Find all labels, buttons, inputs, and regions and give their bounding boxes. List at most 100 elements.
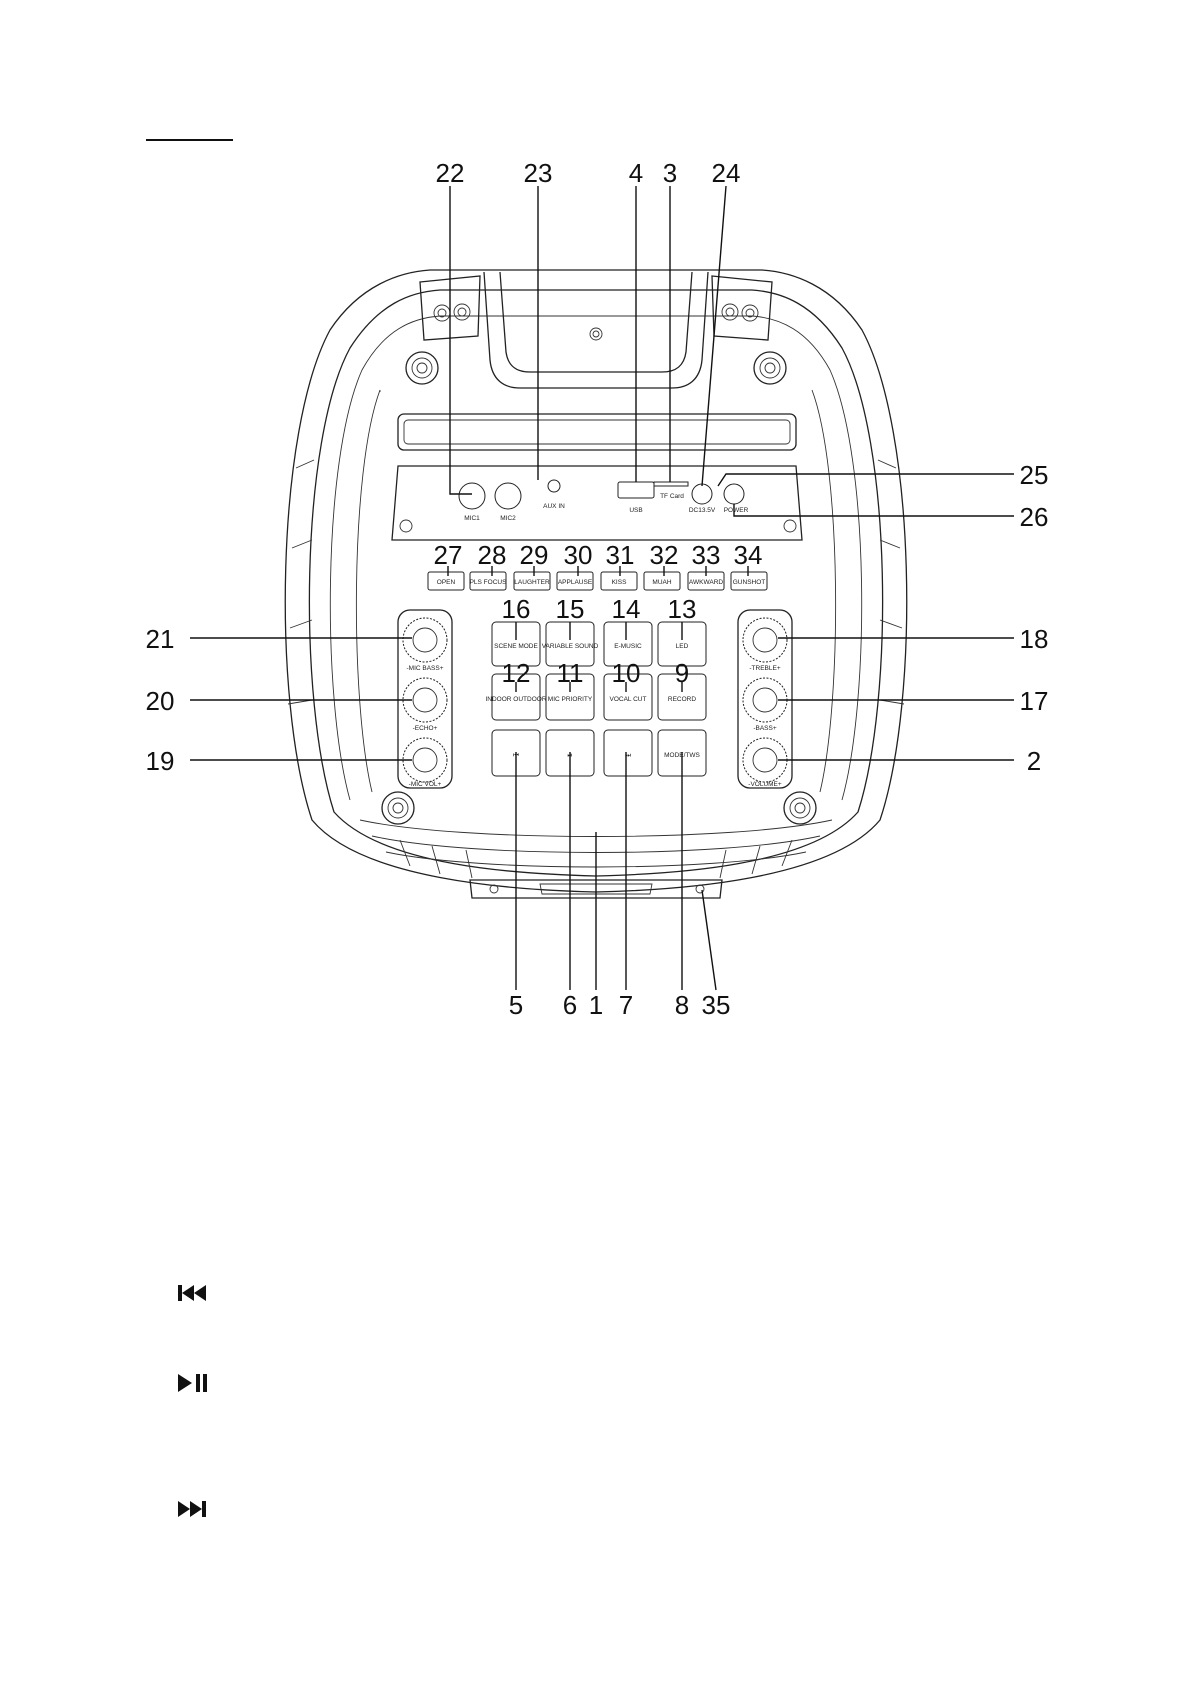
effect-button[interactable] [513,571,551,591]
callout-number: 10 [612,658,641,688]
callout-number: 13 [668,594,697,624]
power-button[interactable] [723,483,745,505]
callout-number: 16 [502,594,531,624]
bottom-strap [469,879,723,899]
callout-number: 33 [692,540,721,570]
function-buttons: SCENE MODE VARIABLE SOUND E-MUSIC LED IN… [485,621,707,777]
callout-number: 18 [1020,624,1049,654]
callout-number: 4 [629,158,643,188]
knob-label: -BASS+ [753,725,777,732]
mic2-label: MIC2 [500,515,516,522]
effect-button[interactable] [600,571,638,591]
effect-label: LAUGHTER [514,579,550,586]
mic-bass-knob[interactable] [402,617,448,663]
echo-knob[interactable] [402,677,448,723]
callout-number: 32 [650,540,679,570]
effect-label: AWKWARD [689,579,723,586]
callout-number: 7 [619,990,633,1020]
next-button[interactable] [603,729,653,777]
power-label: POWER [724,507,749,514]
record-button[interactable] [657,673,707,721]
previous-track-icon [176,1282,236,1312]
effect-label: PLS FOCUS [470,579,508,586]
mic-vol-knob[interactable] [402,737,448,783]
callout-number: 17 [1020,686,1049,716]
button-label: SCENE MODE [494,643,538,650]
callout-number: 12 [502,658,531,688]
callout-number: 29 [520,540,549,570]
button-label: E-MUSIC [614,643,642,650]
effect-button[interactable] [556,571,594,591]
effect-button[interactable] [469,571,507,591]
corner-screws [381,351,817,825]
vocal-cut-button[interactable] [603,673,653,721]
speaker-body [284,269,908,893]
callout-number: 2 [1027,746,1041,776]
callout-number: 9 [675,658,689,688]
callout-number: 26 [1020,502,1049,532]
callout-number: 27 [434,540,463,570]
left-knob-column: -MIC BASS+ -ECHO+ -MIC VOL+ [397,609,453,789]
indoor-outdoor-button[interactable] [491,673,541,721]
callout-number: 14 [612,594,641,624]
callout-number: 1 [589,990,603,1020]
treble-knob[interactable] [742,617,788,663]
callout-number: 6 [563,990,577,1020]
button-label: MIC PRIORITY [548,696,593,703]
tf-card-label: TF Card [660,493,684,500]
play-pause-icon [176,1372,236,1402]
effect-label: OPEN [437,579,456,586]
e-music-button[interactable] [603,621,653,667]
leader-lines [190,185,1014,991]
dc-label: DC13.5V [689,507,716,514]
aux-in-label: AUX IN [543,503,565,510]
callout-number: 24 [712,158,741,188]
top-handle [419,271,773,389]
button-label: ⏭ [625,752,631,759]
callout-number: 30 [564,540,593,570]
callout-number: 3 [663,158,677,188]
effect-label: APPLAUSE [558,579,593,586]
callout-number: 35 [702,990,731,1020]
button-label: VARIABLE SOUND [542,643,599,650]
callout-number: 21 [146,624,175,654]
effect-button[interactable] [730,571,768,591]
button-label: INDOOR OUTDOOR [485,696,546,703]
knob-label: -ECHO+ [413,725,438,732]
button-label: RECORD [668,696,696,703]
mic2-jack[interactable] [494,482,522,510]
tf-card-slot[interactable] [653,481,689,487]
callout-number: 5 [509,990,523,1020]
effect-button[interactable] [427,571,465,591]
callout-number: 34 [734,540,763,570]
effect-button[interactable] [643,571,681,591]
knob-label: -TREBLE+ [749,665,780,672]
callout-number: 19 [146,746,175,776]
effect-label: KISS [612,579,627,586]
button-label: VOCAL CUT [610,696,647,703]
usb-port[interactable] [617,481,655,499]
callout-numbers: 22 23 4 3 24 25 26 18 17 2 21 20 19 5 6 … [146,158,1049,1020]
button-label: LED [676,643,689,650]
mic1-jack[interactable] [458,482,486,510]
callout-number: 23 [524,158,553,188]
effect-label: MUAH [652,579,671,586]
right-knob-column: -TREBLE+ -BASS+ -VOLUME+ [737,609,793,789]
dc-jack[interactable] [691,483,713,505]
knob-label: -VOLUME+ [748,781,782,788]
input-panel: MIC1 MIC2 AUX IN USB TF Card DC13.5V POW… [391,465,803,541]
callout-number: 8 [675,990,689,1020]
knob-label: -MIC VOL+ [409,781,442,788]
callout-number: 20 [146,686,175,716]
mic-priority-button[interactable] [545,673,595,721]
knob-label: -MIC BASS+ [406,665,443,672]
mic1-label: MIC1 [464,515,480,522]
effect-label: GUNSHOT [733,579,766,586]
callout-number: 11 [557,658,584,688]
callout-number: 28 [478,540,507,570]
callout-number: 31 [606,540,635,570]
callout-number: 22 [436,158,465,188]
aux-in-jack[interactable] [547,479,561,493]
callout-number: 15 [556,594,585,624]
